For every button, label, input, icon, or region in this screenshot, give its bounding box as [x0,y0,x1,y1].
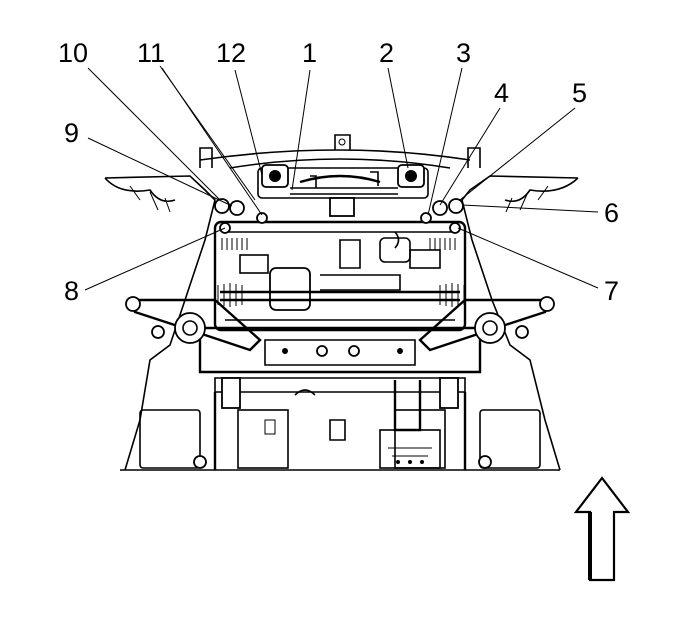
callout-12: 12 [216,38,246,68]
arrow-up-outline-icon [573,476,631,582]
left-lower-control-arm [125,296,262,352]
steering-boot-right [439,283,465,307]
frame-rails [120,377,560,471]
left-mount-hatch [221,238,248,250]
callout-6: 6 [604,198,619,228]
leader-lines [84,65,599,291]
callout-3: 3 [456,38,471,68]
callout-11: 11 [137,38,165,68]
upper-crossmember [257,164,429,217]
right-mount-hatch [429,238,456,250]
callout-7: 7 [604,276,619,306]
callout-10: 10 [58,38,88,68]
callout-5: 5 [572,78,587,108]
callout-9: 9 [64,118,79,148]
vehicle-body-outline [104,134,579,471]
callout-8: 8 [64,276,79,306]
callout-4: 4 [494,78,509,108]
callout-labels: 10 11 12 1 2 3 4 5 6 7 8 9 [58,38,619,306]
engine-cradle [213,220,467,332]
callout-2: 2 [379,38,394,68]
lower-crossmember [198,326,482,393]
right-lower-control-arm [418,296,555,352]
callout-1: 1 [302,38,317,68]
steering-boot-left [217,283,243,307]
fastener-points [214,198,464,234]
